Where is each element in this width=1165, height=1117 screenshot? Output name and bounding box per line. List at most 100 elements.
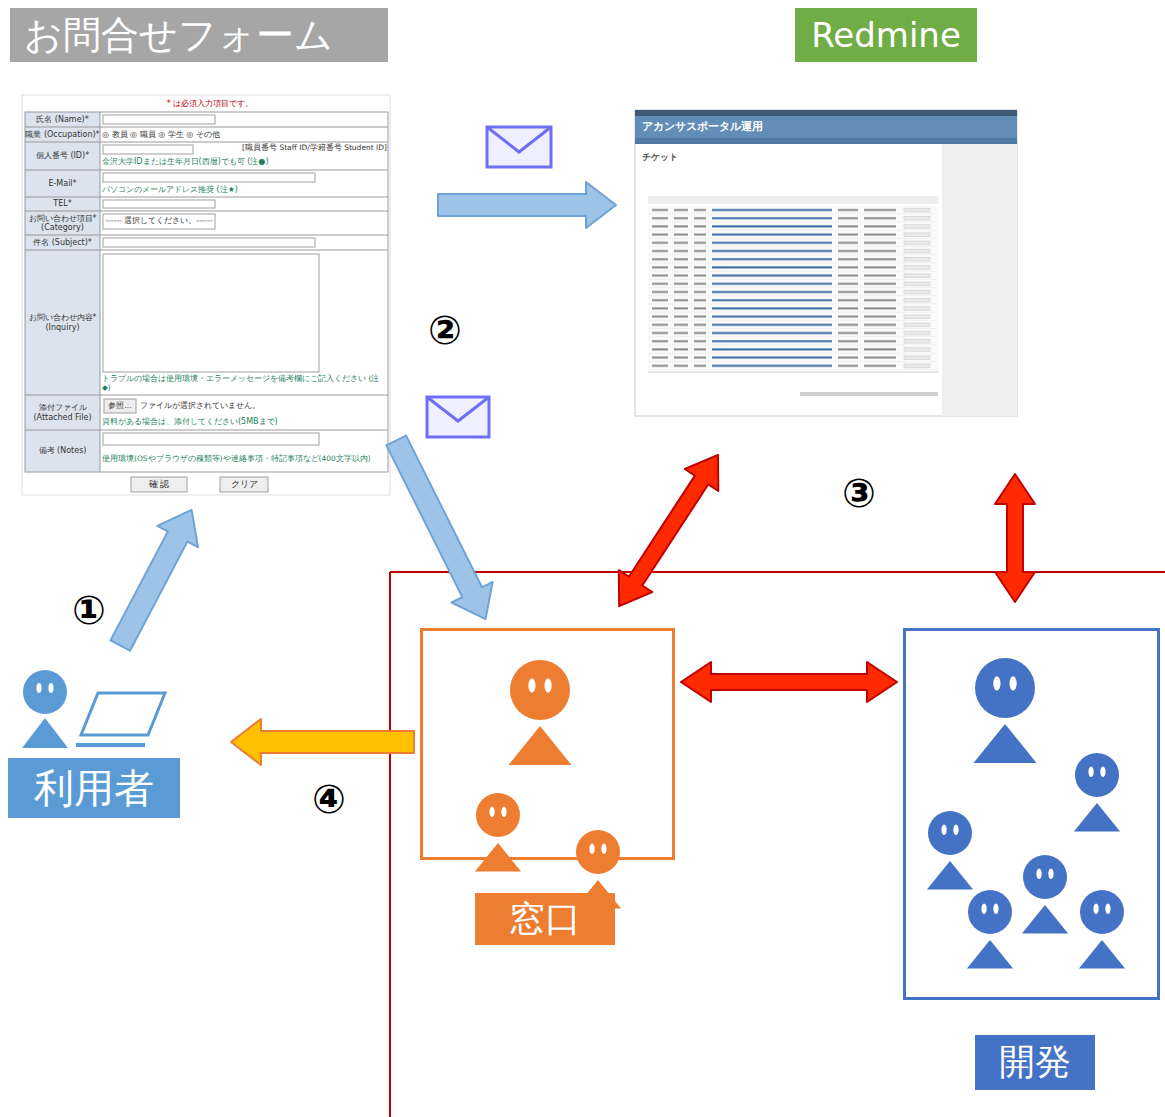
node-heading: 窓口	[475, 893, 615, 945]
person-eye	[1093, 903, 1098, 914]
user-figure-part	[23, 670, 67, 714]
form-field-label: 氏名 (Name)*	[25, 112, 100, 127]
person-eye	[589, 843, 594, 854]
form-field-label-text: お問い合わせ内容* (Inquiry)	[25, 313, 100, 331]
form-field-label: お問い合わせ項目* (Category)	[25, 211, 100, 235]
redmine-screenshot-part	[635, 138, 1017, 144]
form-screenshot-part-part	[131, 477, 187, 492]
person-head	[1075, 753, 1119, 797]
form-screenshot-part-part	[103, 145, 193, 154]
form-field-label-text: 備考 (Notes)	[39, 446, 87, 455]
person-head	[968, 890, 1012, 934]
form-screenshot-part-part	[103, 254, 319, 372]
form-field-label-text: 氏名 (Name)*	[36, 115, 88, 124]
person-eye	[953, 824, 958, 835]
user-figure-part	[76, 743, 145, 747]
person-eye	[1048, 868, 1053, 879]
node-label: 開発	[999, 1038, 1071, 1087]
person-eye	[528, 678, 535, 692]
callout-number: ②	[418, 303, 472, 357]
person-eye	[545, 678, 552, 692]
form-screenshot-part-part	[104, 399, 136, 413]
form-field-label-text: TEL*	[53, 199, 71, 208]
form-screenshot-part-part	[25, 197, 388, 198]
redmine-screenshot-part	[648, 372, 938, 373]
person-head	[1080, 890, 1124, 934]
form-screenshot-part	[100, 112, 101, 472]
staff-figure	[475, 658, 1125, 969]
redmine-screenshot-part	[635, 110, 1017, 416]
person-head	[928, 811, 972, 855]
person-body	[1079, 940, 1125, 969]
form-screenshot-part-part	[103, 433, 319, 445]
node-label: 利用者	[34, 761, 154, 816]
block-arrow	[995, 474, 1035, 602]
form-note: * は必須入力項目です。	[100, 98, 320, 110]
form-note-text: * は必須入力項目です。	[167, 99, 254, 108]
form-screenshot-part-part	[25, 127, 388, 128]
user-figure-part	[22, 718, 68, 748]
form-screenshot-part-part	[103, 115, 215, 124]
callout-number-text: ③	[842, 470, 876, 516]
person-body	[1074, 803, 1120, 832]
form-field-label: 職業 (Occupation)*	[25, 127, 100, 142]
node-label: Redmine	[811, 15, 961, 55]
user-node: 利用者	[8, 665, 223, 820]
block-arrow	[386, 436, 492, 619]
user-figure-part	[49, 683, 54, 693]
form-hint-text: トラブルの場合は使用環境・エラーメッセージを備考欄にご記入ください (注◆)	[102, 375, 387, 392]
form-screenshot-part-part	[25, 235, 388, 236]
region-boundary	[390, 572, 1165, 1117]
reception-group: 窓口	[420, 628, 675, 948]
node-heading: 利用者	[8, 758, 180, 818]
form-field-label-text: 件名 (Subject)*	[33, 238, 92, 247]
form-hint: [職員番号 Staff ID/学籍番号 Student ID]	[196, 143, 387, 154]
person-eye	[981, 903, 986, 914]
form-hint-text: ファイルが選択されていません。	[140, 401, 260, 410]
form-screenshot-part-part	[103, 200, 215, 208]
form-field-label-text: 添付ファイル (Attached File)	[25, 403, 100, 421]
person-eye	[489, 806, 494, 817]
block-arrow	[619, 455, 719, 606]
user-figure-part	[37, 683, 42, 693]
form-hint-text: 金沢大学IDまたは生年月日(西暦)でも可 (注●)	[102, 157, 269, 166]
screenshot-heading-text: チケット	[642, 152, 678, 162]
screenshot-title: アカンサスポータル運用	[642, 116, 842, 138]
form-field-label-text: 職業 (Occupation)*	[25, 130, 99, 139]
form-hint: 資料がある場合は、添付してください(5MBまで)	[102, 415, 387, 428]
redmine-screenshot-part	[800, 392, 938, 396]
form-hint-text: 使用環境(OSやブラウザの種類等)や連絡事項・特記事項など(400文字以内)	[102, 455, 371, 464]
person-head	[576, 830, 620, 874]
button-label: クリア	[220, 477, 268, 492]
button-label: 確 認	[131, 477, 187, 492]
callout-number-text: ④	[312, 776, 346, 822]
select-box-text: ------ 選択してください。------	[104, 215, 214, 228]
person-eye	[941, 824, 946, 835]
radio-options-text: ◎ 教員 ◎ 職員 ◎ 学生 ◎ その他	[102, 130, 220, 139]
mail-icon-part	[487, 127, 551, 167]
mail-icon-part	[427, 397, 489, 437]
redmine-screenshot-part	[635, 110, 1017, 116]
form-screenshot-part	[25, 112, 100, 472]
button-label-text: 確 認	[149, 480, 170, 490]
callout-number-text: ②	[428, 307, 462, 353]
form-screenshot-part-part	[25, 395, 388, 396]
redmine-screenshot-part	[648, 196, 938, 204]
button-label-text: 参照...	[108, 402, 131, 411]
region-boundary-part	[389, 572, 391, 1117]
form-screenshot-part	[25, 112, 388, 472]
node-heading: Redmine	[795, 8, 977, 62]
block-arrow	[681, 662, 897, 702]
form-hint: パソコンのメールアドレス推奨 (注★)	[102, 184, 387, 196]
form-hint: トラブルの場合は使用環境・エラーメッセージを備考欄にご記入ください (注◆)	[102, 374, 387, 394]
person-eye	[1036, 868, 1041, 879]
person-head	[975, 658, 1035, 718]
person-eye	[993, 676, 1000, 690]
form-hint-text: [職員番号 Staff ID/学籍番号 Student ID]	[242, 144, 387, 153]
person-body	[509, 726, 572, 765]
form-screenshot-part-part	[25, 170, 388, 171]
form-field-label-text: E-Mail*	[48, 179, 76, 188]
callout-number: ①	[62, 583, 116, 637]
form-hint: 使用環境(OSやブラウザの種類等)や連絡事項・特記事項など(400文字以内)	[102, 447, 387, 471]
